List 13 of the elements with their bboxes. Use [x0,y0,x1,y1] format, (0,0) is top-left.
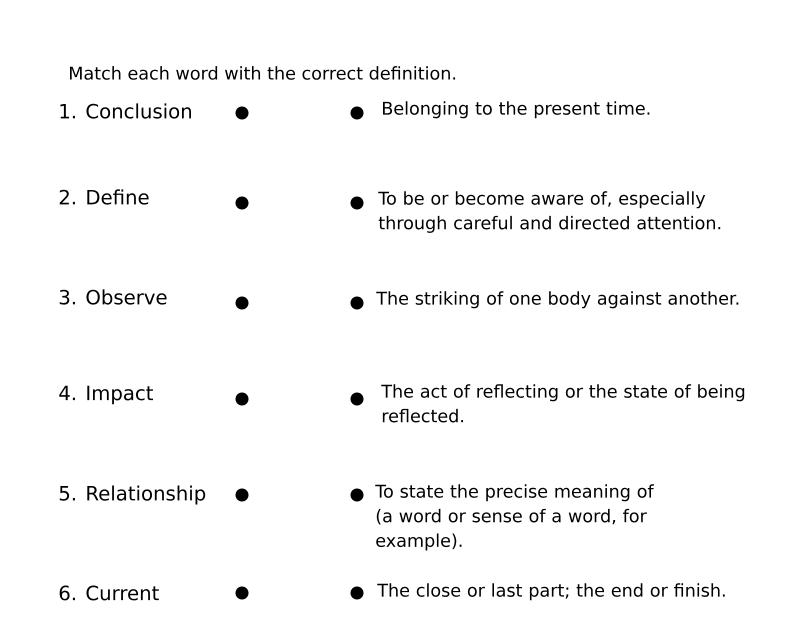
definition: The close or last part; the end or finish. [377,583,725,600]
word: 4. Impact [59,386,153,404]
word: 3. Observe [60,289,167,305]
word: 2. Define [60,189,149,205]
definition: The act of reflecting or the state of being reflected. [381,384,744,422]
definition: The striking of one body against another. [376,291,738,308]
definition: To state the precise meaning of (a word or sense of a word, for example). [375,484,654,550]
instruction-text: Match each word with the correct definition. [70,66,456,80]
word: 5. Relationship [60,485,206,505]
word: 6. Current [60,586,159,600]
word: 1. Conclusion [60,103,191,119]
definition: To be or become aware of, especially through careful and directed attention. [378,191,720,233]
definition: Belonging to the present time. [383,101,650,118]
